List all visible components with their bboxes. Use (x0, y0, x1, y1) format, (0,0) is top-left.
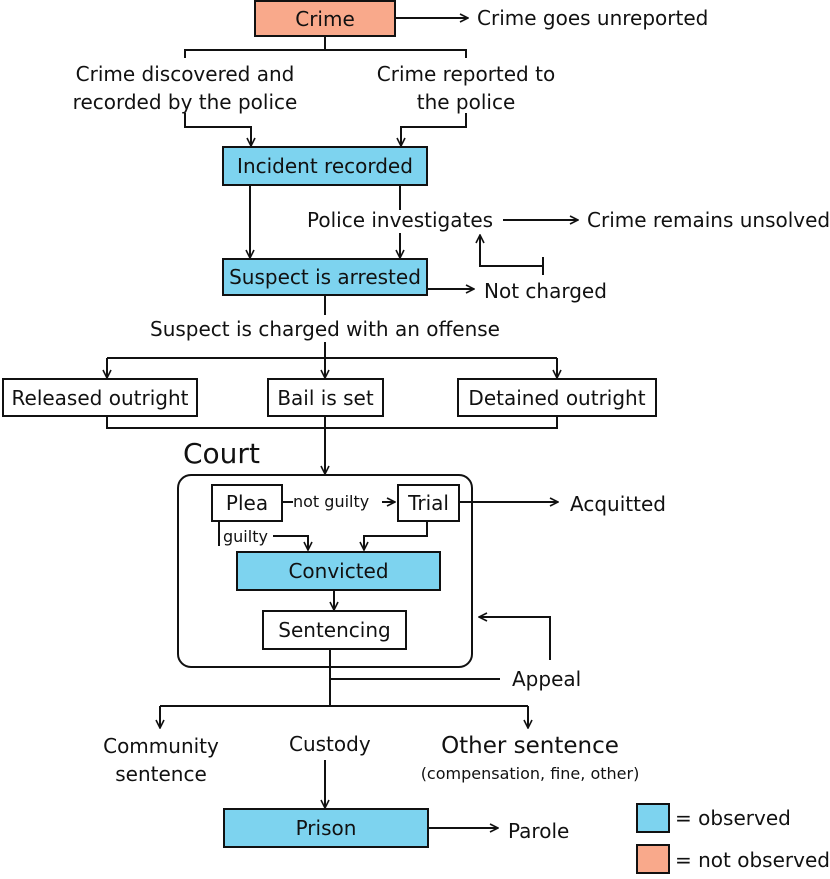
arrow-trial-convicted (364, 522, 428, 550)
label-court: Court (183, 437, 260, 470)
label-suspect-charged: Suspect is charged with an offense (150, 317, 500, 341)
label-not-charged: Not charged (484, 279, 607, 303)
legend-label-not-observed: = not observed (675, 848, 830, 872)
arrow-feedback-loop (480, 235, 544, 275)
legend-swatch-observed (636, 803, 670, 833)
label-crime-unsolved: Crime remains unsolved (587, 208, 830, 232)
node-crime: Crime (254, 0, 396, 37)
arrow-appeal-court (479, 617, 551, 660)
legend-swatch-not-observed (636, 844, 670, 874)
label-not-guilty: not guilty (293, 492, 370, 511)
node-suspect-arrested: Suspect is arrested (222, 258, 428, 296)
node-bail-set: Bail is set (267, 378, 384, 417)
arrow-discovered-incident (184, 113, 251, 146)
label-guilty: guilty (223, 527, 268, 546)
node-released-outright: Released outright (2, 378, 198, 417)
label-crime-discovered: Crime discovered and recorded by the pol… (72, 62, 298, 114)
node-detained-outright: Detained outright (457, 378, 657, 417)
node-convicted: Convicted (236, 551, 441, 591)
label-other-sentence: Other sentence (441, 733, 619, 759)
node-plea: Plea (211, 484, 283, 522)
label-custody: Custody (289, 732, 371, 756)
label-police-investigates: Police investigates (307, 208, 494, 232)
label-community-sentence: Community sentence (103, 734, 219, 786)
arrow-reported-incident (401, 113, 467, 146)
connector-crime-branches (184, 36, 467, 58)
node-sentencing: Sentencing (262, 610, 407, 650)
arrow-plea-convicted (218, 522, 308, 550)
label-crime-reported: Crime reported to the police (376, 62, 556, 114)
legend-label-observed: = observed (675, 806, 791, 830)
label-parole: Parole (508, 819, 570, 843)
node-incident-recorded: Incident recorded (222, 146, 428, 186)
court-frame (177, 474, 473, 668)
node-trial: Trial (397, 484, 460, 522)
node-prison: Prison (223, 808, 429, 848)
connector-options-court (106, 416, 558, 474)
label-appeal: Appeal (512, 667, 582, 691)
label-acquitted: Acquitted (570, 492, 666, 516)
label-crime-unreported: Crime goes unreported (477, 6, 709, 30)
label-other-sentence-note: (compensation, fine, other) (420, 764, 640, 783)
